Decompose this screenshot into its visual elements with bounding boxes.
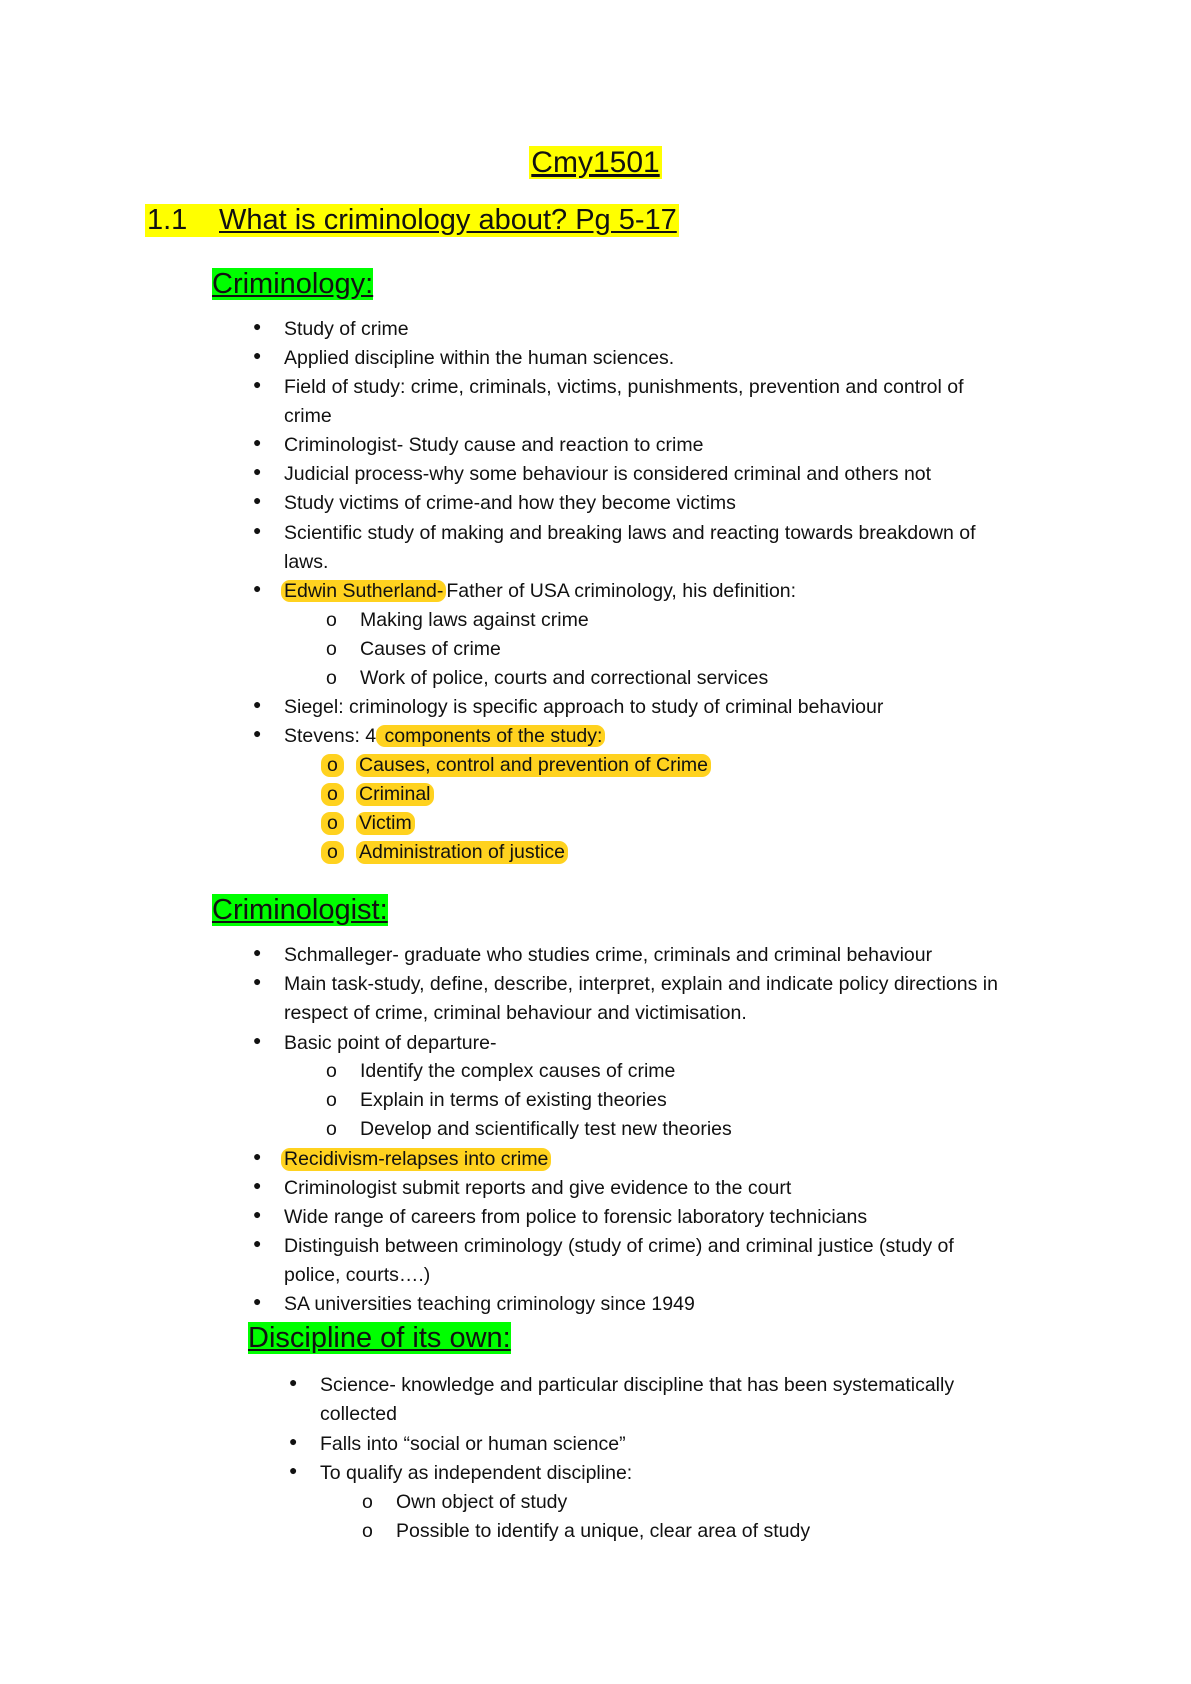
list-item-continued: respect of crime, criminal behaviour and…	[284, 1002, 747, 1024]
list-item: Science- knowledge and particular discip…	[320, 1374, 955, 1396]
list-item: To qualify as independent discipline:	[320, 1462, 633, 1484]
list-item-highlighted: Recidivism-relapses into crime	[281, 1148, 552, 1171]
bullet-marker: ●	[289, 1374, 298, 1390]
sub-item: Possible to identify a unique, clear are…	[396, 1520, 811, 1542]
sub-item: Own object of study	[396, 1491, 568, 1513]
list-item-continued: collected	[320, 1403, 397, 1425]
list-item: Falls into “social or human science”	[320, 1433, 626, 1455]
bullet-marker: ●	[253, 492, 262, 508]
bullet-marker: ●	[253, 944, 262, 960]
bullet-marker: ●	[253, 376, 262, 392]
list-item-continued: police, courts….)	[284, 1264, 431, 1286]
list-item: Distinguish between criminology (study o…	[284, 1235, 954, 1257]
section-heading: 1.1 What is criminology about? Pg 5-17	[145, 204, 679, 237]
sub-item: Causes of crime	[360, 638, 501, 660]
bullet-marker: ●	[253, 1177, 262, 1193]
bullet-marker: ●	[253, 522, 262, 538]
list-item: Edwin Sutherland-Father of USA criminolo…	[281, 580, 796, 603]
list-item: SA universities teaching criminology sin…	[284, 1293, 695, 1315]
bullet-marker: ●	[253, 725, 262, 741]
sub-item: Work of police, courts and correctional …	[360, 667, 769, 689]
list-item: Field of study: crime, criminals, victim…	[284, 376, 964, 398]
section-number: 1.1	[147, 204, 188, 236]
bullet-marker: ●	[253, 347, 262, 363]
sub-item: Causes, control and prevention of Crime	[356, 754, 712, 777]
list-item: Judicial process-why some behaviour is c…	[284, 463, 932, 485]
sub-item: Victim	[356, 812, 415, 835]
list-item: Main task-study, define, describe, inter…	[284, 973, 998, 995]
bullet-marker: ●	[253, 1293, 262, 1309]
sub-item: Identify the complex causes of crime	[360, 1060, 676, 1082]
list-item: Stevens: 4 components of the study:	[284, 725, 606, 748]
list-item: Siegel: criminology is specific approach…	[284, 696, 884, 718]
list-item: Criminologist submit reports and give ev…	[284, 1177, 792, 1199]
list-item-continued: crime	[284, 405, 332, 427]
bullet-marker: ●	[253, 434, 262, 450]
document-title: Cmy1501	[529, 146, 662, 179]
bullet-marker: ●	[253, 1032, 262, 1048]
list-item: Criminologist- Study cause and reaction …	[284, 434, 704, 456]
highlight: Edwin Sutherland-	[281, 580, 447, 602]
sub-item: Making laws against crime	[360, 609, 589, 631]
bullet-marker: ●	[253, 580, 262, 596]
list-item: Study of crime	[284, 318, 409, 340]
heading-discipline: Discipline of its own:	[248, 1322, 511, 1354]
list-item: Scientific study of making and breaking …	[284, 522, 976, 544]
bullet-marker: ●	[253, 1235, 262, 1251]
bullet-marker: ●	[253, 1206, 262, 1222]
list-item: Applied discipline within the human scie…	[284, 347, 675, 369]
sub-item: Develop and scientifically test new theo…	[360, 1118, 732, 1140]
list-item-continued: laws.	[284, 551, 329, 573]
list-item: Basic point of departure-	[284, 1032, 497, 1054]
highlight: components of the study:	[376, 725, 606, 747]
list-item: Schmalleger- graduate who studies crime,…	[284, 944, 933, 966]
bullet-marker: ●	[253, 1148, 262, 1164]
bullet-marker: ●	[253, 463, 262, 479]
bullet-marker: ●	[253, 696, 262, 712]
sub-item: Administration of justice	[356, 841, 568, 864]
section-title: What is criminology about? Pg 5-17	[219, 204, 677, 236]
bullet-marker: ●	[289, 1433, 298, 1449]
heading-criminologist: Criminologist:	[212, 894, 388, 926]
list-item: Study victims of crime-and how they beco…	[284, 492, 736, 514]
sub-item: Explain in terms of existing theories	[360, 1089, 667, 1111]
sub-item: Criminal	[356, 783, 434, 806]
list-item: Wide range of careers from police to for…	[284, 1206, 868, 1228]
heading-criminology: Criminology:	[212, 268, 374, 300]
bullet-marker: ●	[253, 318, 262, 334]
bullet-marker: ●	[253, 973, 262, 989]
bullet-marker: ●	[289, 1462, 298, 1478]
